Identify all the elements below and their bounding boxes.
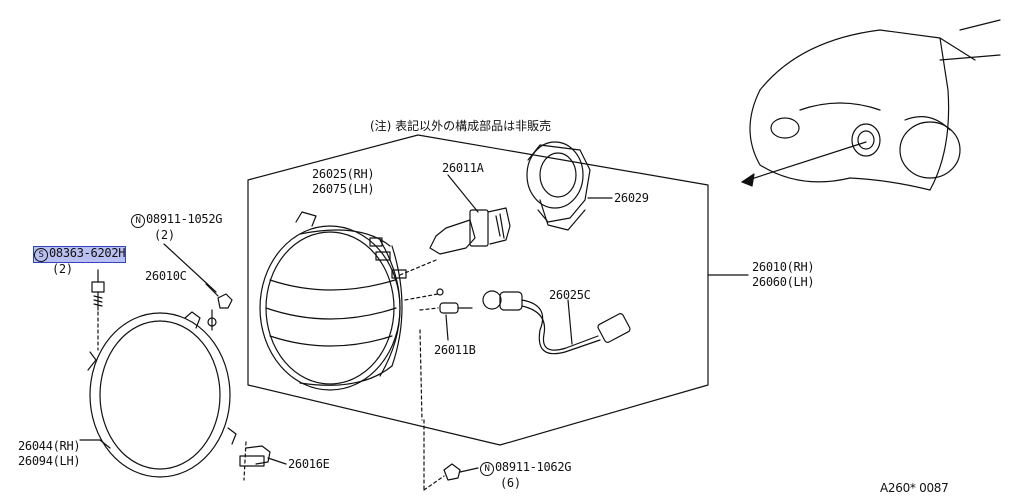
nut-top-drawing (163, 243, 233, 331)
label-small-bulb: 26011B (434, 343, 476, 357)
screw-marker: S (34, 248, 48, 262)
harness-drawing (482, 290, 631, 355)
car-sketch (741, 19, 1001, 191)
label-headlamp-unit-rh: 26010(RH) (752, 260, 815, 274)
note-text: (注) 表記以外の構成部品は非販売 (370, 119, 552, 133)
headlamp-lens (259, 211, 407, 391)
label-clip: 26016E (288, 457, 330, 471)
label-nut-bottom-qty: (6) (500, 476, 521, 490)
screw-drawing (91, 269, 105, 351)
nut-bottom-drawing (423, 419, 479, 491)
nut-bottom-number: 08911-1062G (495, 460, 572, 474)
label-lamp-body-lh: 26075(LH) (312, 182, 375, 196)
reference-code: A260* 0087 (880, 481, 949, 495)
label-lamp-body-rh: 26025(RH) (312, 167, 375, 181)
headlamp-ring-drawing (79, 311, 237, 478)
small-bulb-drawing (419, 302, 473, 341)
bulb-drawing (429, 174, 511, 255)
label-screw-qty: (2) (52, 262, 73, 276)
nut-top-number: 08911-1052G (146, 212, 223, 226)
socket-drawing (526, 141, 613, 231)
assembly-boundary (247, 134, 709, 446)
label-harness: 26025C (549, 288, 591, 302)
nut-bottom-marker: N (480, 462, 494, 476)
label-bulb: 26011A (442, 161, 484, 175)
nut-top-marker: N (131, 214, 145, 228)
label-screw-cap: 26010C (145, 269, 187, 283)
screw-number: 08363-6202H (49, 246, 126, 260)
label-socket: 26029 (614, 191, 649, 205)
label-headlamp-unit-lh: 26060(LH) (752, 275, 815, 289)
label-nut-top-qty: (2) (154, 228, 175, 242)
label-ring-lh: 26094(LH) (18, 454, 81, 468)
label-ring-rh: 26044(RH) (18, 439, 81, 453)
clip-drawing (239, 441, 287, 481)
